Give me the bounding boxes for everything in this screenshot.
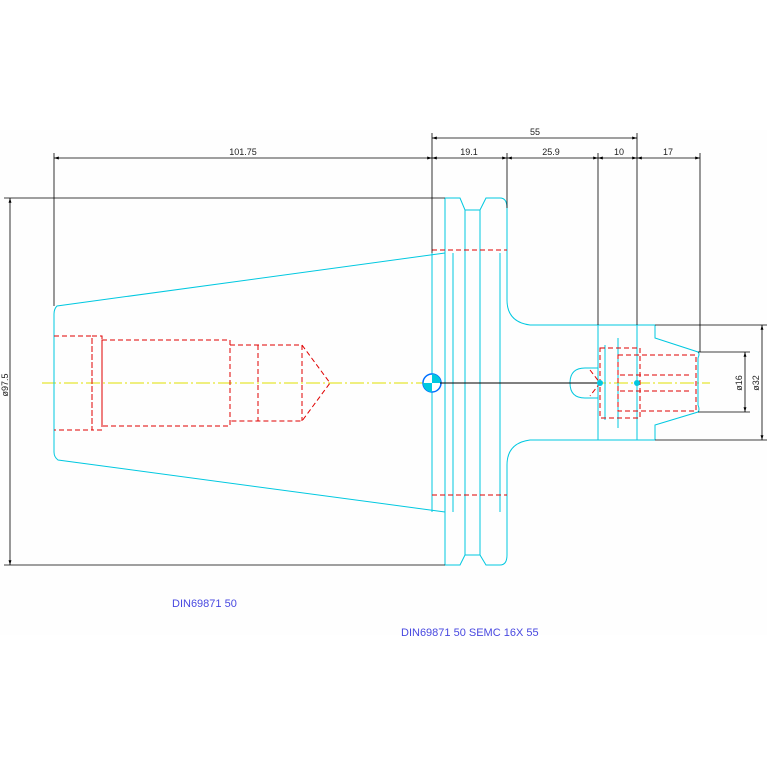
dim-overall-length: 55 bbox=[530, 127, 540, 137]
dimension-lines bbox=[4, 133, 767, 566]
caption-holder-standard: DIN69871 50 bbox=[172, 598, 237, 610]
dim-bore-diameter: ø16 bbox=[734, 375, 744, 391]
dim-nose-diameter: ø32 bbox=[751, 375, 761, 391]
dim-collet-section: 10 bbox=[614, 147, 624, 157]
dim-neck-length: 25.9 bbox=[542, 147, 560, 157]
nose-outline bbox=[506, 299, 700, 466]
dim-flange-width: 19.1 bbox=[460, 147, 478, 157]
datum-symbol bbox=[422, 373, 640, 393]
dim-taper-length: 101.75 bbox=[229, 147, 257, 157]
hidden-features bbox=[54, 249, 697, 496]
caption-tool-designation: DIN69871 50 SEMC 16X 55 bbox=[401, 627, 539, 639]
dim-projection: 17 bbox=[663, 147, 673, 157]
flange-outline bbox=[444, 197, 508, 566]
dim-flange-diameter: ø97.5 bbox=[0, 373, 10, 396]
